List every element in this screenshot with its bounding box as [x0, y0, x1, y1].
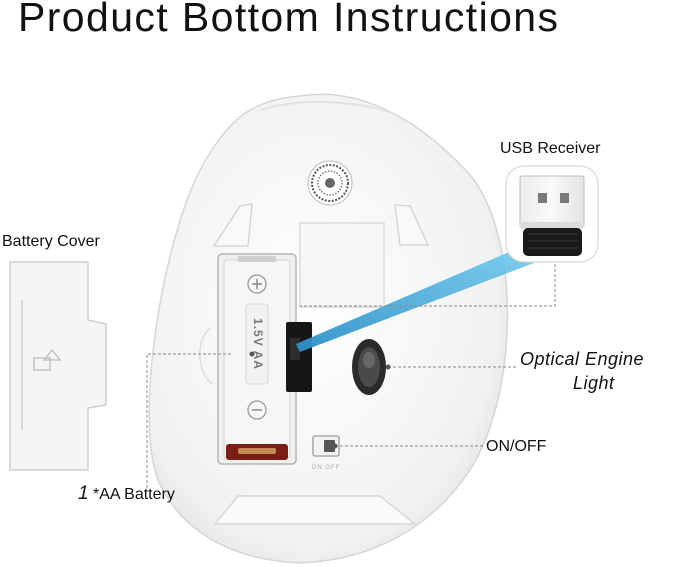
bottom-foot-pad: [213, 495, 418, 525]
battery-cover-label: Battery Cover: [2, 233, 100, 250]
page-title: Product Bottom Instructions: [18, 0, 560, 40]
battery-voltage-marking: 1.5V AA: [251, 318, 265, 370]
optical-engine-label-line2: Light: [573, 373, 615, 393]
power-switch: [312, 435, 340, 457]
battery-type: *AA Battery: [93, 486, 175, 503]
battery-label: 1 *AA Battery: [78, 483, 175, 505]
foot-pad-right: [394, 204, 430, 246]
usb-leader-line: [300, 244, 556, 307]
battery-cover-illustration: [9, 261, 107, 471]
usb-receiver-illustration: [505, 165, 599, 263]
battery-count: 1: [78, 483, 89, 504]
minus-icon: [247, 400, 267, 420]
plus-icon: [247, 274, 267, 294]
certification-seal-icon: [307, 160, 353, 206]
on-off-label: ON/OFF: [486, 438, 547, 455]
foot-pad-left: [212, 203, 253, 247]
switch-marking: ON OFF: [312, 465, 341, 471]
label-panel: [299, 222, 385, 308]
connection-beam: [296, 246, 547, 352]
battery-leader-line: [146, 353, 232, 488]
usb-receiver-label: USB Receiver: [500, 140, 601, 157]
optical-engine-label-line1: Optical Engine: [520, 349, 645, 369]
optical-sensor-icon: [352, 339, 386, 395]
